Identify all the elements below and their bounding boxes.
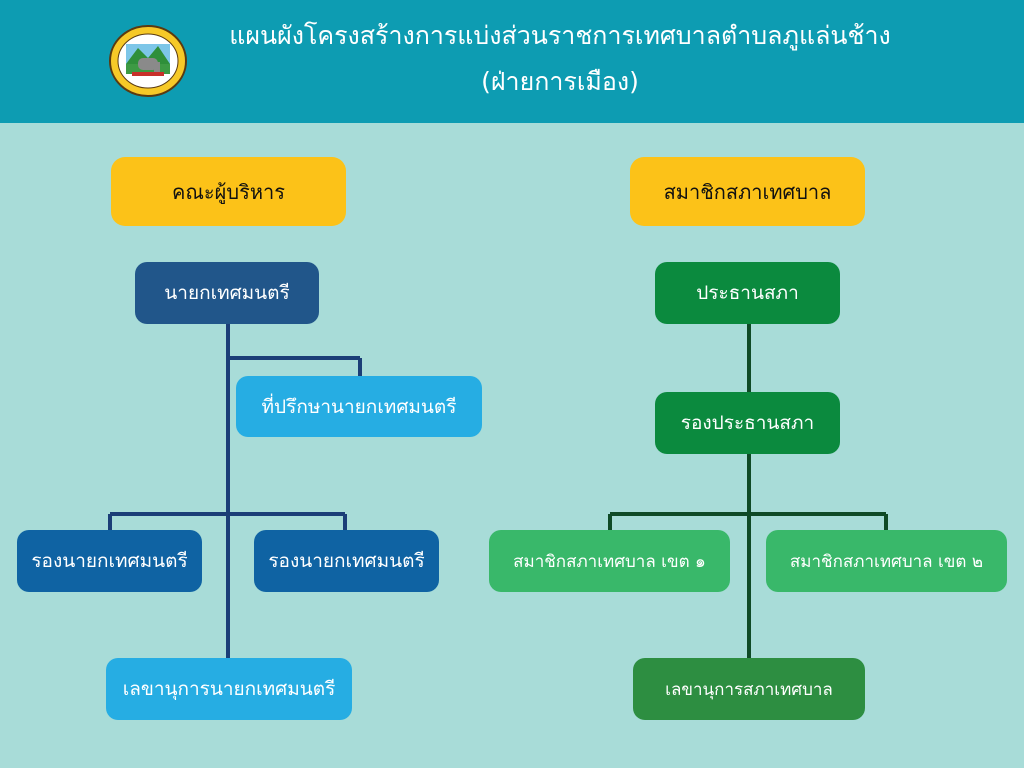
mayor-secretary-box: เลขานุการนายกเทศมนตรี bbox=[106, 658, 352, 720]
deputy-mayor-box-1: รองนายกเทศมนตรี bbox=[17, 530, 202, 592]
executive-connectors bbox=[108, 322, 362, 660]
page-title: แผนผังโครงสร้างการแบ่งส่วนราชการเทศบาลตำ… bbox=[229, 21, 891, 50]
council-connectors bbox=[608, 322, 888, 660]
deputy-mayor-box-2: รองนายกเทศมนตรี bbox=[254, 530, 439, 592]
page-subtitle: (ฝ่ายการเมือง) bbox=[481, 67, 639, 96]
advisor-box: ที่ปรึกษานายกเทศมนตรี bbox=[236, 376, 482, 437]
municipality-seal-icon bbox=[109, 25, 187, 97]
mayor-box: นายกเทศมนตรี bbox=[135, 262, 319, 324]
council-secretary-box: เลขานุการสภาเทศบาล bbox=[633, 658, 865, 720]
council-heading-box: สมาชิกสภาเทศบาล bbox=[630, 157, 865, 226]
page-header: แผนผังโครงสร้างการแบ่งส่วนราชการเทศบาลตำ… bbox=[0, 0, 1024, 123]
council-president-box: ประธานสภา bbox=[655, 262, 840, 324]
executive-heading-box: คณะผู้บริหาร bbox=[111, 157, 346, 226]
council-vice-president-box: รองประธานสภา bbox=[655, 392, 840, 454]
council-member-district-2-box: สมาชิกสภาเทศบาล เขต ๒ bbox=[766, 530, 1007, 592]
council-member-district-1-box: สมาชิกสภาเทศบาล เขต ๑ bbox=[489, 530, 730, 592]
